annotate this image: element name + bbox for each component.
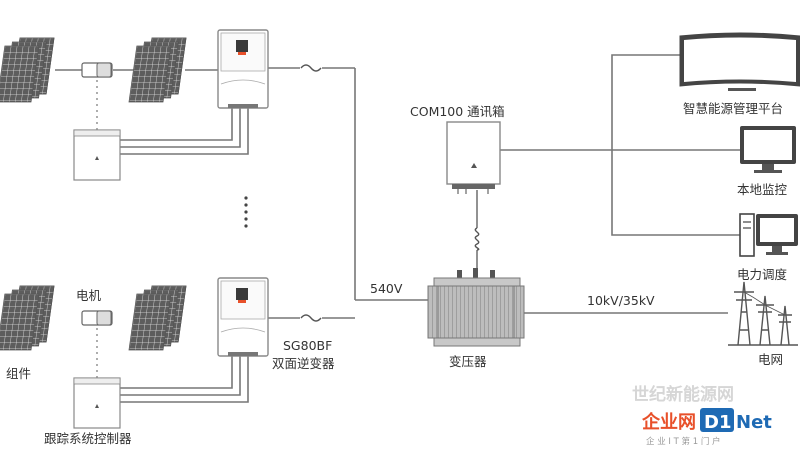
tracker-motor-bottom xyxy=(81,310,113,326)
tracker-motor-top xyxy=(81,62,113,78)
com-box-label: COM100 通讯箱 xyxy=(410,104,505,119)
inverter-top xyxy=(217,29,269,109)
watermark-brand-d1: D1 xyxy=(704,412,731,433)
modules-label: 组件 xyxy=(6,366,31,381)
watermark-subtitle: 企 业 I T 第 1 门 户 xyxy=(646,436,721,447)
watermark-line1: 世纪新能源网 xyxy=(632,384,734,405)
connection-lines xyxy=(55,54,740,403)
local-monitor-icon xyxy=(740,126,796,173)
tracker-controller-bottom xyxy=(73,377,121,429)
large-screen-icon xyxy=(679,32,800,91)
labels: COM100 通讯箱 智慧能源管理平台 本地监控 电力调度 540V 10kV/… xyxy=(6,101,788,446)
grid-label: 电网 xyxy=(758,352,783,367)
dc-voltage-label: 540V xyxy=(370,281,403,296)
watermark-brand-left: 企业网 xyxy=(641,411,696,433)
pv-array-top-right xyxy=(128,37,187,103)
watermark: 世纪新能源网 企业网 D1 Net 企 业 I T 第 1 门 户 xyxy=(632,384,772,447)
watermark-d1-badge xyxy=(700,408,734,432)
power-grid-towers-icon xyxy=(728,281,798,346)
local-monitor-label: 本地监控 xyxy=(737,182,788,197)
pv-array-bottom-right xyxy=(128,285,187,351)
tracker-controller-label: 跟踪系统控制器 xyxy=(44,431,132,446)
com-box xyxy=(446,121,501,194)
dispatch-computer-icon xyxy=(739,213,798,257)
inverter-bottom xyxy=(217,277,269,357)
pv-array-bottom-left xyxy=(0,285,55,351)
tracker-controller-top xyxy=(73,129,121,181)
transformer-label: 变压器 xyxy=(449,354,487,369)
transformer-icon xyxy=(427,268,525,347)
ac-symbols xyxy=(300,64,322,322)
cloud-platform-label: 智慧能源管理平台 xyxy=(683,101,783,116)
pv-array-top-left xyxy=(0,37,55,103)
communication-cable-icon xyxy=(474,227,480,251)
inverter-name-label: 双面逆变器 xyxy=(272,356,335,371)
more-strings-ellipsis xyxy=(244,196,248,228)
motor-label: 电机 xyxy=(76,288,102,303)
watermark-brand-net: Net xyxy=(736,412,772,433)
dispatch-label: 电力调度 xyxy=(737,267,788,282)
inverter-model-label: SG80BF xyxy=(283,338,332,353)
grid-voltage-label: 10kV/35kV xyxy=(587,293,655,308)
